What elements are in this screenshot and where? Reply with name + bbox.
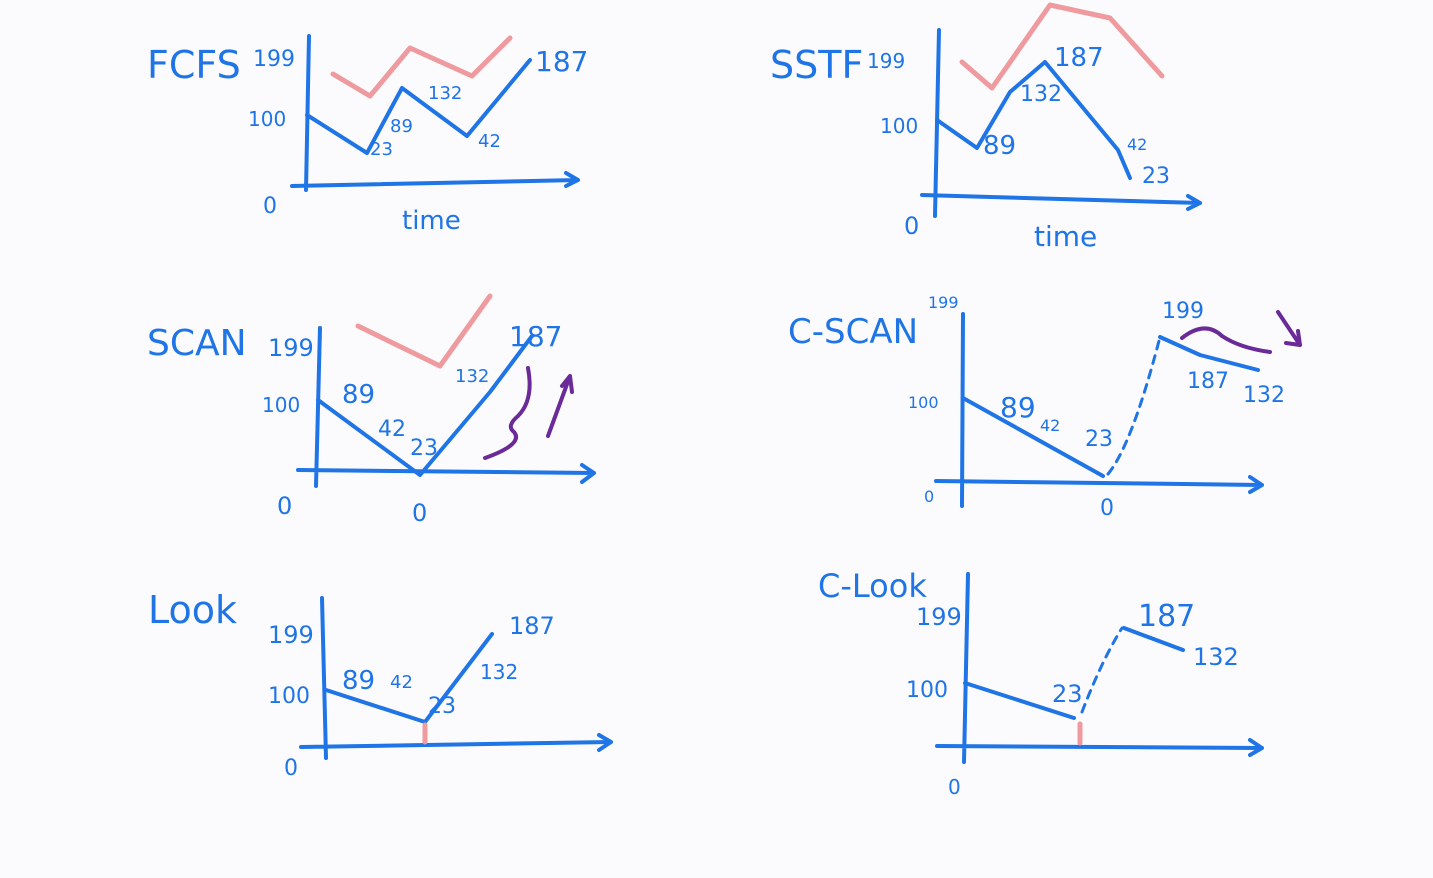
- cscan-schedule-line: [961, 335, 1260, 478]
- fcfs-x-label: time: [402, 206, 461, 236]
- sstf-title: SSTF: [770, 43, 863, 87]
- sstf-axes: [920, 28, 1202, 218]
- look-y-100: 100: [268, 684, 310, 709]
- cscan-title: C-SCAN: [788, 312, 918, 352]
- cscan-y-199: 199: [928, 293, 959, 312]
- look-schedule-line: [324, 632, 494, 724]
- look-title: Look: [148, 588, 237, 632]
- fcfs-panel: FCFS 199 100 0 time 23 89 132 42 187: [147, 34, 588, 236]
- sstf-y-0: 0: [904, 212, 919, 240]
- fcfs-point-42: 42: [478, 131, 501, 152]
- clook-schedule-line: [963, 626, 1185, 720]
- look-y-199: 199: [268, 621, 314, 649]
- sstf-y-100: 100: [880, 114, 918, 138]
- sstf-panel: SSTF 199 100 0 time 89 132 187 42 23: [770, 2, 1202, 253]
- cscan-point-199: 199: [1162, 299, 1204, 324]
- scan-x-0: 0: [412, 499, 427, 527]
- sstf-pink-highlight: [959, 2, 1165, 91]
- look-point-187: 187: [509, 612, 555, 640]
- cscan-axes: [934, 312, 1264, 508]
- cscan-point-132: 132: [1243, 383, 1285, 408]
- cscan-point-187: 187: [1187, 369, 1229, 394]
- look-y-0: 0: [284, 756, 298, 781]
- fcfs-y-0: 0: [263, 194, 277, 219]
- sstf-point-42: 42: [1127, 135, 1147, 154]
- clook-point-132: 132: [1193, 643, 1239, 671]
- cscan-return-jump-dashed: [1106, 335, 1162, 476]
- sstf-point-89: 89: [983, 131, 1016, 161]
- cscan-point-42: 42: [1040, 416, 1060, 435]
- look-panel: Look 199 100 0 89 42 23 132 187: [148, 588, 613, 781]
- look-point-42: 42: [390, 672, 413, 693]
- clook-point-187: 187: [1138, 599, 1195, 634]
- fcfs-pink-highlight: [330, 35, 513, 99]
- scan-schedule-line: [316, 334, 534, 477]
- scan-point-89: 89: [342, 380, 375, 410]
- scan-y-100: 100: [262, 393, 300, 417]
- look-point-89: 89: [342, 666, 375, 696]
- cscan-point-23: 23: [1085, 427, 1113, 452]
- scan-point-42: 42: [378, 417, 406, 442]
- fcfs-title: FCFS: [147, 43, 241, 87]
- fcfs-point-132: 132: [428, 83, 462, 104]
- sstf-y-199: 199: [867, 49, 905, 73]
- fcfs-schedule-line: [305, 58, 532, 155]
- fcfs-axes: [290, 34, 580, 192]
- cscan-panel: C-SCAN 199 100 0 0 89 42 23 199 187 132: [788, 293, 1302, 521]
- clook-return-jump-dashed: [1080, 626, 1124, 714]
- scan-pink-highlight: [355, 293, 493, 369]
- scan-point-132: 132: [455, 366, 489, 387]
- scan-y-199: 199: [268, 334, 314, 362]
- clook-axes: [935, 572, 1264, 764]
- scan-panel: SCAN 199 100 0 0 89 42 23 132 187: [147, 293, 596, 527]
- fcfs-y-100: 100: [248, 107, 286, 131]
- clook-title: C-Look: [818, 567, 927, 605]
- fcfs-point-187: 187: [535, 45, 588, 78]
- cscan-point-89: 89: [1000, 391, 1036, 424]
- fcfs-point-23: 23: [370, 139, 393, 160]
- cscan-y-0: 0: [924, 487, 934, 506]
- clook-y-199: 199: [916, 603, 962, 631]
- cscan-purple-arrow-icon: [1276, 310, 1302, 347]
- sstf-point-187: 187: [1054, 43, 1104, 73]
- fcfs-y-199: 199: [253, 47, 295, 72]
- scan-y-0: 0: [277, 492, 292, 520]
- cscan-y-100: 100: [908, 393, 939, 412]
- cscan-x-0: 0: [1100, 496, 1114, 521]
- sstf-point-132: 132: [1020, 82, 1062, 107]
- look-point-132: 132: [480, 660, 518, 684]
- sstf-x-label: time: [1034, 220, 1097, 253]
- scan-title: SCAN: [147, 323, 247, 364]
- sstf-schedule-line: [935, 60, 1132, 180]
- scan-purple-brace: [483, 366, 532, 460]
- fcfs-point-89: 89: [390, 116, 413, 137]
- scan-axes: [296, 326, 596, 488]
- clook-panel: C-Look 199 100 0 23 187 132: [818, 567, 1264, 799]
- scan-point-187: 187: [509, 320, 562, 353]
- sstf-point-23: 23: [1142, 164, 1170, 189]
- look-axes: [299, 596, 613, 760]
- scan-purple-arrow-icon: [546, 374, 574, 438]
- look-point-23: 23: [428, 694, 456, 719]
- clook-x-0: 0: [948, 775, 961, 799]
- clook-point-23: 23: [1052, 680, 1083, 708]
- cscan-purple-wave: [1180, 326, 1272, 354]
- clook-y-100: 100: [906, 678, 948, 703]
- scan-point-23: 23: [410, 436, 438, 461]
